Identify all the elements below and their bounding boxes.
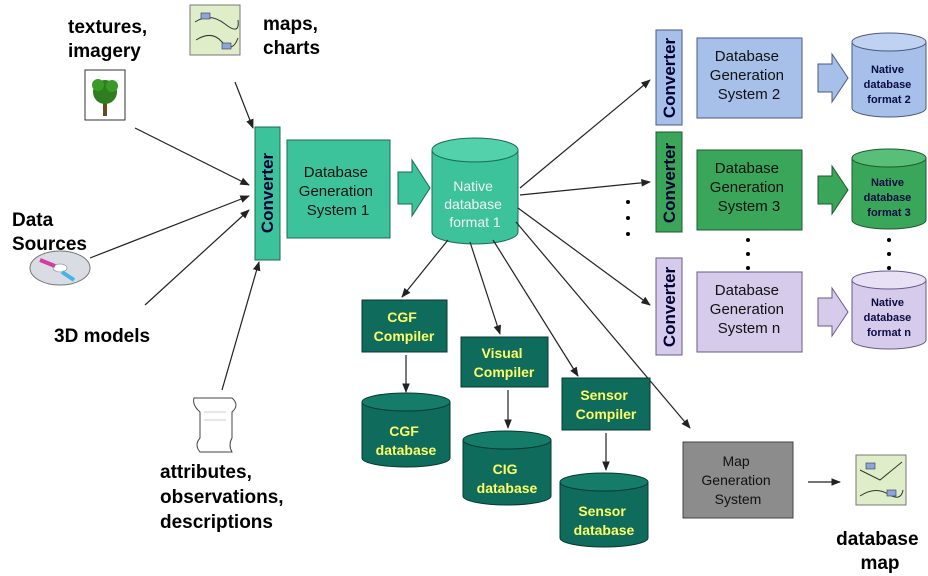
map-icon [189,4,241,56]
maps-arrow [234,81,254,129]
svg-text:Visual Compiler: Visual Compiler [474,345,535,380]
data-sources-arrow [89,195,250,259]
models-arrow [144,209,250,306]
dgsn-fat-arrow [817,286,849,338]
svg-text:Native database fo: Native database format 3 [864,177,915,219]
cgf-database: CGF database [361,392,451,468]
native-db-1: Native database format 1 [431,137,519,245]
svg-text:CGF Compiler: CGF Compiler [374,309,435,344]
svg-text:Sensor Compiler: Sensor Compiler [576,387,637,422]
to-map-gen-arrow [515,221,691,429]
converter-n: Converter [655,257,683,356]
svg-text:Database Generation: Database Generation System 3 [710,160,788,215]
map-generation-box: Map Generation System [682,441,794,519]
dgs3-fat-arrow [817,164,849,216]
svg-text:Converter: Converter [258,152,277,233]
svg-text:Map Generation Sys: Map Generation System [701,453,774,507]
svg-text:Database Generation: Database Generation System n [710,282,788,337]
to-converter-2-arrow [519,79,651,189]
to-converter-3-arrow [519,179,651,196]
data-sources-label: Data Sources [12,210,87,255]
svg-text:CGF database: CGF database [376,423,437,458]
svg-text:Native database fo: Native database format n [864,297,915,339]
visual-compiler-box: Visual Compiler [460,336,549,388]
converter-3: Converter [655,131,683,233]
converter-2: Converter [655,29,683,126]
textures-arrow [134,127,250,186]
to-cgf-compiler-arrow [401,239,449,298]
converter-1: Converter [254,126,281,261]
textures-label: textures, imagery [68,17,152,62]
cgf-compiler-box: CGF Compiler [361,299,448,353]
svg-text:Sensor database: Sensor database [574,503,635,538]
sensor-database: Sensor database [559,472,649,548]
database-map-label: database map [836,529,924,574]
cd-icon [29,250,91,286]
maps-label: maps, charts [263,14,323,59]
dgs2-box: Database Generation System 2 [696,37,803,119]
dgs1-fat-arrow [397,158,431,218]
dgs2-fat-arrow [817,52,849,104]
svg-text:Converter: Converter [660,37,679,118]
svg-text:CIG database: CIG database [477,461,538,496]
scroll-icon [193,397,237,453]
database-map-icon [855,454,907,506]
native-db-n: Native database format n [851,270,927,350]
svg-text:Database Generation: Database Generation System 2 [710,48,788,103]
ellipsis-dots [626,200,891,270]
3d-models-label: 3D models [54,326,150,347]
attributes-label: attributes, observations, descriptions [160,462,289,533]
dgs1-box: Database Generation System 1 [286,139,391,239]
svg-text:Converter: Converter [660,266,679,347]
attributes-arrow [221,261,261,391]
native-db-3: Native database format 3 [851,148,927,230]
dgs3-box: Database Generation System 3 [696,149,803,231]
sensor-compiler-box: Sensor Compiler [561,377,651,431]
cig-database: CIG database [462,430,552,506]
dgsn-box: Database Generation System n [696,271,803,353]
to-visual-compiler-arrow [469,241,501,335]
svg-text:Native database fo: Native database format 2 [864,64,915,106]
to-sensor-compiler-arrow [492,239,579,377]
to-converter-n-arrow [517,207,651,306]
svg-text:Converter: Converter [660,142,679,223]
native-db-2: Native database format 2 [851,32,927,118]
svg-text:Database Generation: Database Generation System 1 [299,164,377,219]
tree-icon [84,69,126,121]
svg-text:Native database fo: Native database format 1 [444,178,506,230]
